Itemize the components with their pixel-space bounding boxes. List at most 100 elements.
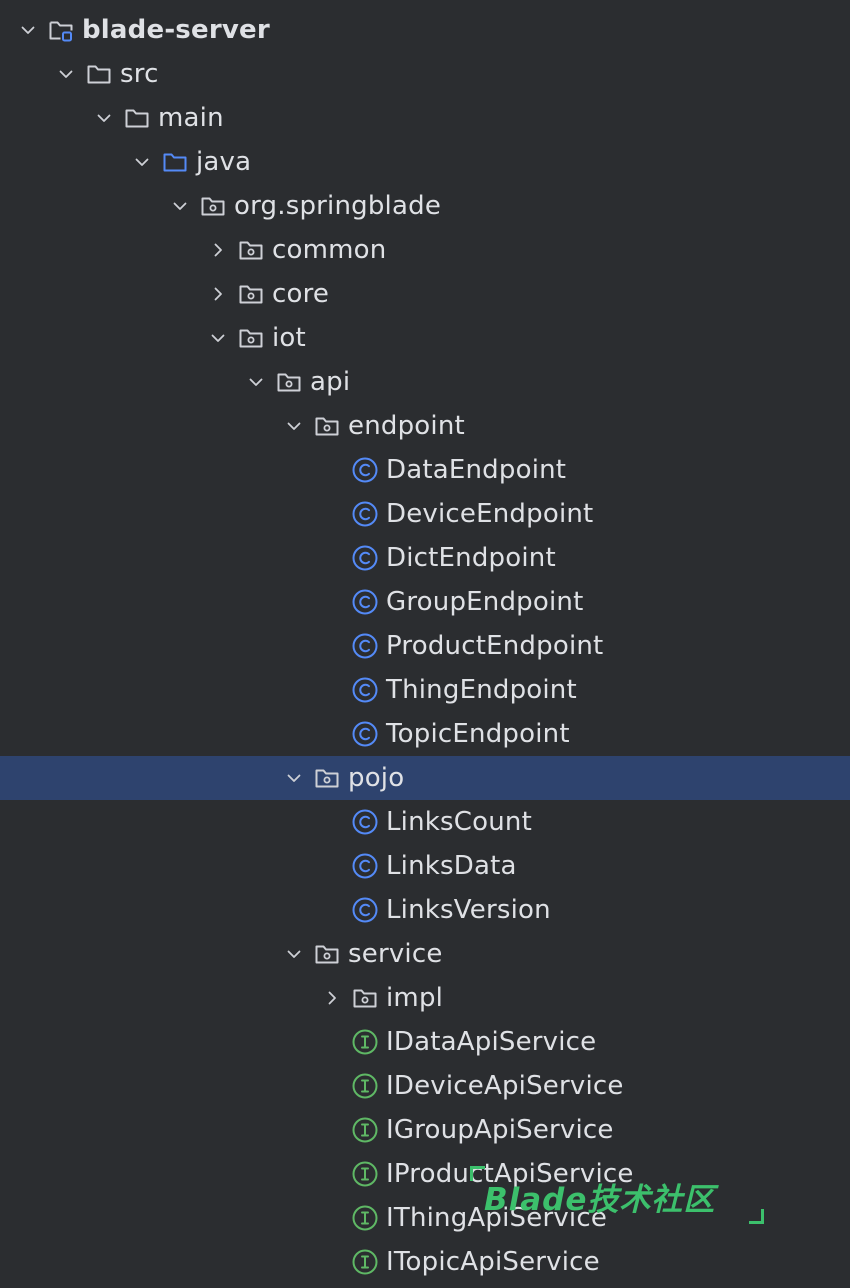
chevron-down-icon[interactable] <box>166 184 194 228</box>
tree-row[interactable]: blade-server <box>0 8 850 52</box>
class-icon <box>350 543 380 573</box>
tree-item-label: common <box>272 235 387 265</box>
project-tree: blade-server src main java org.springblade co… <box>0 8 850 1284</box>
tree-item-label: ThingEndpoint <box>386 675 577 705</box>
watermark-bracket-right <box>749 1209 764 1224</box>
tree-row[interactable]: LinksCount <box>0 800 850 844</box>
chevron-right-icon[interactable] <box>204 272 232 316</box>
class-icon <box>350 851 380 881</box>
tree-item-label: blade-server <box>82 15 270 45</box>
tree-row[interactable]: impl <box>0 976 850 1020</box>
tree-item-label: LinksData <box>386 851 517 881</box>
interface-icon <box>350 1203 380 1233</box>
tree-row[interactable]: DeviceEndpoint <box>0 492 850 536</box>
tree-row[interactable]: GroupEndpoint <box>0 580 850 624</box>
class-icon <box>350 587 380 617</box>
package-icon <box>274 367 304 397</box>
class-icon <box>350 499 380 529</box>
chevron-right-icon[interactable] <box>204 228 232 272</box>
tree-row[interactable]: service <box>0 932 850 976</box>
tree-item-label: LinksCount <box>386 807 533 837</box>
interface-icon <box>350 1071 380 1101</box>
tree-item-label: IThingApiService <box>386 1203 608 1233</box>
watermark-bracket-left <box>470 1166 485 1181</box>
module-folder-icon <box>46 15 76 45</box>
chevron-down-icon[interactable] <box>52 52 80 96</box>
source-folder-icon <box>160 147 190 177</box>
class-icon <box>350 675 380 705</box>
tree-row[interactable]: TopicEndpoint <box>0 712 850 756</box>
tree-row[interactable]: DataEndpoint <box>0 448 850 492</box>
package-icon <box>350 983 380 1013</box>
tree-item-label: iot <box>272 323 306 353</box>
interface-icon <box>350 1027 380 1057</box>
tree-item-label: service <box>348 939 443 969</box>
tree-item-label: IDataApiService <box>386 1027 597 1057</box>
folder-icon <box>122 103 152 133</box>
tree-row[interactable]: iot <box>0 316 850 360</box>
tree-row[interactable]: core <box>0 272 850 316</box>
tree-item-label: DataEndpoint <box>386 455 567 485</box>
tree-item-label: org.springblade <box>234 191 442 221</box>
tree-row[interactable]: DictEndpoint <box>0 536 850 580</box>
tree-item-label: GroupEndpoint <box>386 587 584 617</box>
interface-icon <box>350 1159 380 1189</box>
tree-row[interactable]: IThingApiService <box>0 1196 850 1240</box>
tree-row[interactable]: java <box>0 140 850 184</box>
tree-item-label: api <box>310 367 351 397</box>
chevron-down-icon[interactable] <box>204 316 232 360</box>
package-icon <box>198 191 228 221</box>
folder-icon <box>84 59 114 89</box>
chevron-down-icon[interactable] <box>14 8 42 52</box>
chevron-down-icon[interactable] <box>280 404 308 448</box>
chevron-down-icon[interactable] <box>280 756 308 800</box>
tree-item-label: IGroupApiService <box>386 1115 614 1145</box>
tree-item-label: DeviceEndpoint <box>386 499 594 529</box>
package-icon <box>236 279 266 309</box>
tree-row[interactable]: pojo <box>0 756 850 800</box>
watermark-text: Blade技术社区 <box>484 1182 716 1218</box>
tree-item-label: java <box>196 147 252 177</box>
tree-row[interactable]: api <box>0 360 850 404</box>
tree-item-label: ProductEndpoint <box>386 631 604 661</box>
chevron-down-icon[interactable] <box>90 96 118 140</box>
tree-item-label: DictEndpoint <box>386 543 556 573</box>
tree-row[interactable]: ThingEndpoint <box>0 668 850 712</box>
class-icon <box>350 895 380 925</box>
tree-item-label: core <box>272 279 330 309</box>
tree-row[interactable]: IGroupApiService <box>0 1108 850 1152</box>
package-icon <box>236 323 266 353</box>
tree-row[interactable]: common <box>0 228 850 272</box>
package-icon <box>312 939 342 969</box>
tree-row[interactable]: main <box>0 96 850 140</box>
class-icon <box>350 631 380 661</box>
package-icon <box>236 235 266 265</box>
package-icon <box>312 411 342 441</box>
tree-row[interactable]: org.springblade <box>0 184 850 228</box>
interface-icon <box>350 1115 380 1145</box>
tree-item-label: pojo <box>348 763 405 793</box>
tree-item-label: impl <box>386 983 444 1013</box>
class-icon <box>350 455 380 485</box>
tree-item-label: src <box>120 59 159 89</box>
tree-row[interactable]: LinksVersion <box>0 888 850 932</box>
tree-row[interactable]: ProductEndpoint <box>0 624 850 668</box>
tree-row[interactable]: IProductApiService <box>0 1152 850 1196</box>
tree-row[interactable]: endpoint <box>0 404 850 448</box>
tree-item-label: IProductApiService <box>386 1159 634 1189</box>
tree-row[interactable]: src <box>0 52 850 96</box>
tree-row[interactable]: LinksData <box>0 844 850 888</box>
tree-row[interactable]: IDataApiService <box>0 1020 850 1064</box>
tree-item-label: main <box>158 103 224 133</box>
class-icon <box>350 807 380 837</box>
class-icon <box>350 719 380 749</box>
chevron-down-icon[interactable] <box>128 140 156 184</box>
tree-row[interactable]: ITopicApiService <box>0 1240 850 1284</box>
tree-item-label: ITopicApiService <box>386 1247 600 1277</box>
watermark: Blade技术社区 <box>462 1160 772 1230</box>
tree-row[interactable]: IDeviceApiService <box>0 1064 850 1108</box>
chevron-right-icon[interactable] <box>318 976 346 1020</box>
chevron-down-icon[interactable] <box>242 360 270 404</box>
tree-item-label: LinksVersion <box>386 895 551 925</box>
chevron-down-icon[interactable] <box>280 932 308 976</box>
